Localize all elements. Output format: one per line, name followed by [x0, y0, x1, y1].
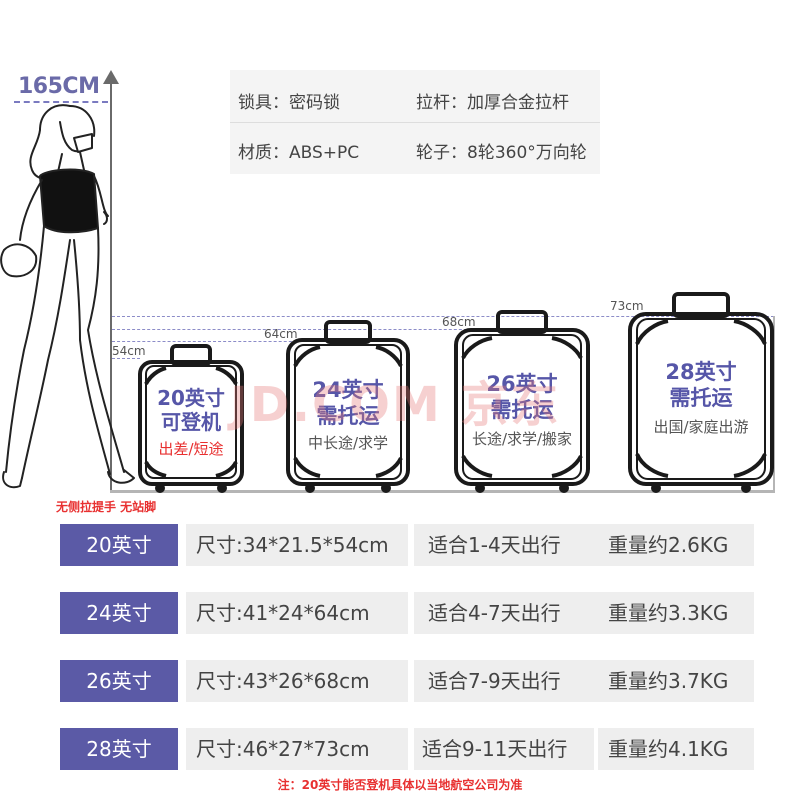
spec-lock: 锁具：密码锁 [238, 93, 340, 113]
suitcase-26-use: 长途/求学/搬家 [471, 430, 573, 448]
suitcase-28-icon [628, 292, 774, 493]
suitcase-24-checkin: 需托运 [316, 404, 380, 428]
footnote: 注：20英寸能否登机具体以当地航空公司为准 [277, 778, 523, 792]
suitcase-28-size: 28英寸 [665, 360, 737, 384]
spec-divider [230, 122, 600, 123]
height-underline [14, 101, 108, 103]
ground-line [110, 490, 775, 493]
spec-wheels: 轮子：8轮360°万向轮 [416, 143, 587, 163]
suitcase-26-icon [454, 310, 590, 493]
height-marker-73: 73cm [610, 299, 644, 313]
suitcase-26-checkin: 需托运 [490, 398, 554, 422]
suitcase-20-checkin: 可登机 [161, 410, 221, 434]
row-size-20: 20英寸 [60, 524, 178, 566]
row-size-24: 24英寸 [60, 592, 178, 634]
row-days-26: 适合7-9天出行 [414, 660, 600, 702]
person-illustration [0, 104, 135, 489]
height-line-54 [112, 358, 140, 359]
row-dims-26: 尺寸:43*26*68cm [186, 660, 408, 702]
height-marker-68: 68cm [442, 315, 476, 329]
row-weight-26: 重量约3.7KG [598, 660, 754, 702]
height-line-64 [112, 341, 312, 342]
suitcase-20-use: 出差/短途 [158, 440, 224, 458]
row-dims-28: 尺寸:46*27*73cm [186, 728, 408, 770]
row-days-24: 适合4-7天出行 [414, 592, 600, 634]
suitcase-24: 24英寸 需托运 中长途/求学 [284, 320, 412, 494]
suitcase-24-use: 中长途/求学 [307, 434, 389, 452]
row-size-28: 28英寸 [60, 728, 178, 770]
suitcase-20: 20英寸 可登机 出差/短途 [136, 344, 246, 494]
suitcase-24-size: 24英寸 [312, 378, 384, 402]
suitcase-28: 28英寸 需托运 出国/家庭出游 [626, 292, 776, 494]
suitcase-26: 26英寸 需托运 长途/求学/搬家 [452, 310, 592, 494]
suitcase-26-size: 26英寸 [486, 372, 558, 396]
row-dims-24: 尺寸:41*24*64cm [186, 592, 408, 634]
row-dims-20: 尺寸:34*21.5*54cm [186, 524, 408, 566]
row-days-28: 适合9-11天出行 [414, 728, 594, 770]
watermark: JD.COM 京东 [230, 377, 561, 433]
suitcase-28-checkin: 需托运 [669, 386, 733, 410]
suitcase-20-size: 20英寸 [157, 386, 225, 410]
height-marker-64: 64cm [264, 327, 298, 341]
axis-arrow-icon [103, 70, 119, 84]
height-marker-54: 54cm [112, 344, 146, 358]
height-axis [110, 78, 112, 492]
suitcase-28-use: 出国/家庭出游 [653, 418, 749, 436]
row-weight-28: 重量约4.1KG [598, 728, 754, 770]
height-line-73 [112, 316, 774, 317]
height-label: 165CM [18, 74, 100, 99]
spec-handle: 拉杆：加厚合金拉杆 [416, 93, 569, 113]
height-line-68 [112, 329, 492, 330]
suitcase-24-icon [286, 320, 410, 493]
row-weight-20: 重量约2.6KG [598, 524, 754, 566]
row-days-20: 适合1-4天出行 [414, 524, 600, 566]
row-weight-24: 重量约3.3KG [598, 592, 754, 634]
suitcase-20-icon [138, 344, 244, 493]
row-size-26: 26英寸 [60, 660, 178, 702]
spec-material: 材质：ABS+PC [238, 143, 360, 163]
warning-note: 无侧拉提手 无站脚 [56, 500, 157, 514]
